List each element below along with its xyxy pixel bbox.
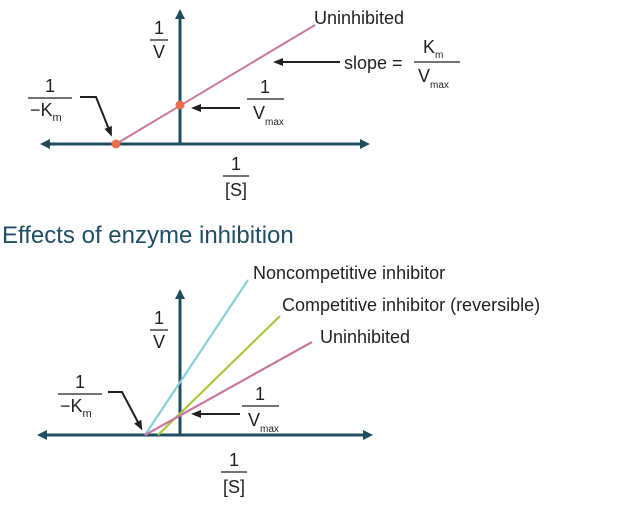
bottom-x-intercept-numerator: 1 [75,372,85,392]
bottom-uninhibited-line [144,341,313,436]
top-plot: 1 V 1 [S] 1 −Km 1 Vmax slope = Km Vmax [28,8,460,200]
bottom-x-axis-denominator: [S] [223,477,245,497]
top-slope-numerator: Km [423,37,443,61]
bottom-noncompetitive-label: Noncompetitive inhibitor [253,263,445,283]
top-y-axis-denominator: V [153,42,165,62]
section-title: Effects of enzyme inhibition [2,222,294,249]
top-x-intercept-pointer [80,96,112,137]
top-y-intercept-numerator: 1 [260,77,270,97]
top-x-intercept-numerator: 1 [45,76,55,96]
top-x-intercept-point [111,139,121,149]
bottom-noncompetitive-line [144,279,249,436]
bottom-competitive-line [157,315,281,436]
bottom-y-axis-numerator: 1 [154,308,164,328]
bottom-plot: Noncompetitive inhibitor Competitive inh… [37,263,540,497]
top-slope-denominator: Vmax [418,66,449,91]
top-x-axis-denominator: [S] [225,180,247,200]
top-y-intercept-point [175,100,185,110]
bottom-y-intercept-denominator: Vmax [248,410,279,435]
bottom-y-intercept-numerator: 1 [255,384,265,404]
bottom-uninhibited-label: Uninhibited [320,327,410,347]
top-y-axis-numerator: 1 [154,18,164,38]
top-x-intercept-denominator: −Km [30,100,62,124]
bottom-x-intercept-denominator: −Km [60,396,92,420]
top-uninhibited-line [115,24,316,145]
bottom-x-intercept-pointer [108,391,143,431]
bottom-competitive-label: Competitive inhibitor (reversible) [282,295,540,315]
top-y-intercept-denominator: Vmax [253,103,284,128]
top-x-axis-numerator: 1 [231,154,241,174]
bottom-x-axis-numerator: 1 [229,450,239,470]
top-uninhibited-label: Uninhibited [314,8,404,28]
top-slope-prefix: slope = [344,53,403,73]
bottom-y-axis-denominator: V [153,332,165,352]
